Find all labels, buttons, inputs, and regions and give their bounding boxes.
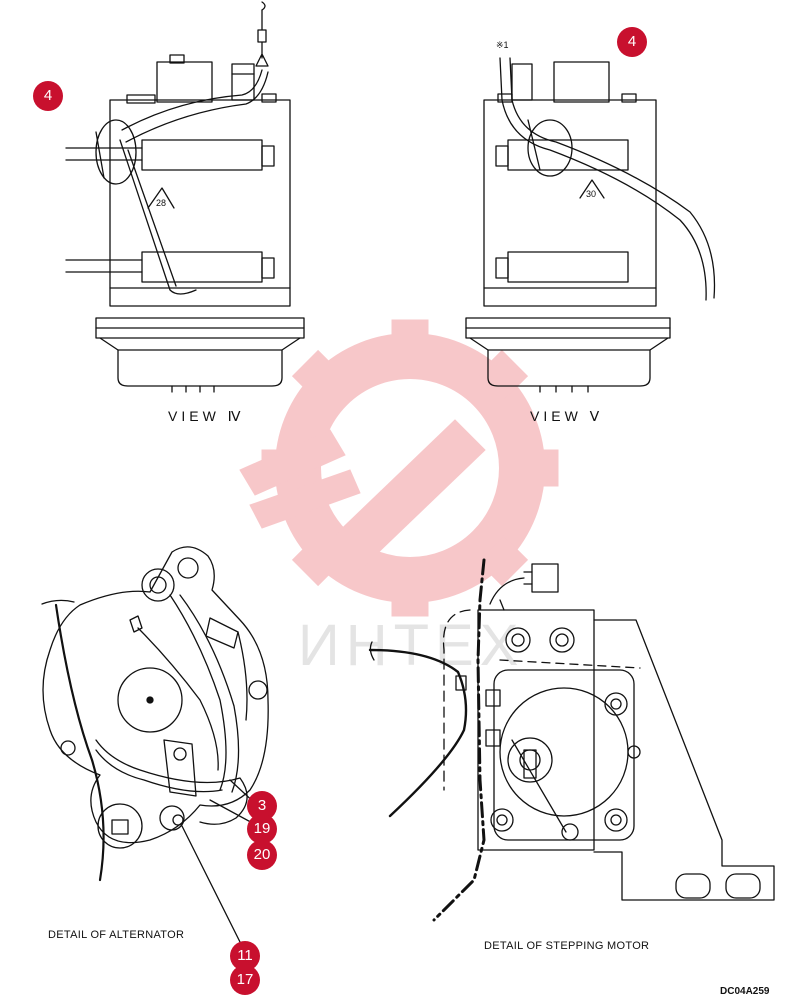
view4-compressor-drawing xyxy=(65,1,305,393)
watermark-gear-tooth xyxy=(477,535,529,587)
watermark-gear-tooth xyxy=(477,349,529,401)
stepping-motor-detail-drawing xyxy=(368,558,775,922)
watermark-gear-tooth xyxy=(523,449,559,487)
alternator-detail-drawing xyxy=(41,546,269,967)
watermark-text: ИНТЕХ xyxy=(298,613,525,678)
drawing-code: DC04A259 xyxy=(720,986,770,997)
watermark-gear-tooth xyxy=(291,349,343,401)
callout-4-view5[interactable]: 4 xyxy=(617,27,647,57)
stepping-motor-detail-title: DETAIL OF STEPPING MOTOR xyxy=(484,940,650,952)
callout-19[interactable]: 19 xyxy=(247,814,277,844)
view4-angle-label: 28 xyxy=(156,198,167,208)
view5-title: VIEW Ⅴ xyxy=(530,408,604,424)
view5-compressor-drawing xyxy=(465,57,716,393)
view5-angle-label: 30 xyxy=(586,189,597,199)
alternator-detail-title: DETAIL OF ALTERNATOR xyxy=(48,929,185,941)
view5-note-mark: ※1 xyxy=(496,40,509,50)
callout-4-view4[interactable]: 4 xyxy=(33,81,63,111)
watermark-gear-tooth xyxy=(391,319,429,355)
callout-20[interactable]: 20 xyxy=(247,840,277,870)
watermark-gear-tooth xyxy=(391,581,429,617)
callout-17[interactable]: 17 xyxy=(230,965,260,995)
view4-title: VIEW Ⅳ xyxy=(168,408,245,424)
watermark-gear-tooth xyxy=(291,535,343,587)
